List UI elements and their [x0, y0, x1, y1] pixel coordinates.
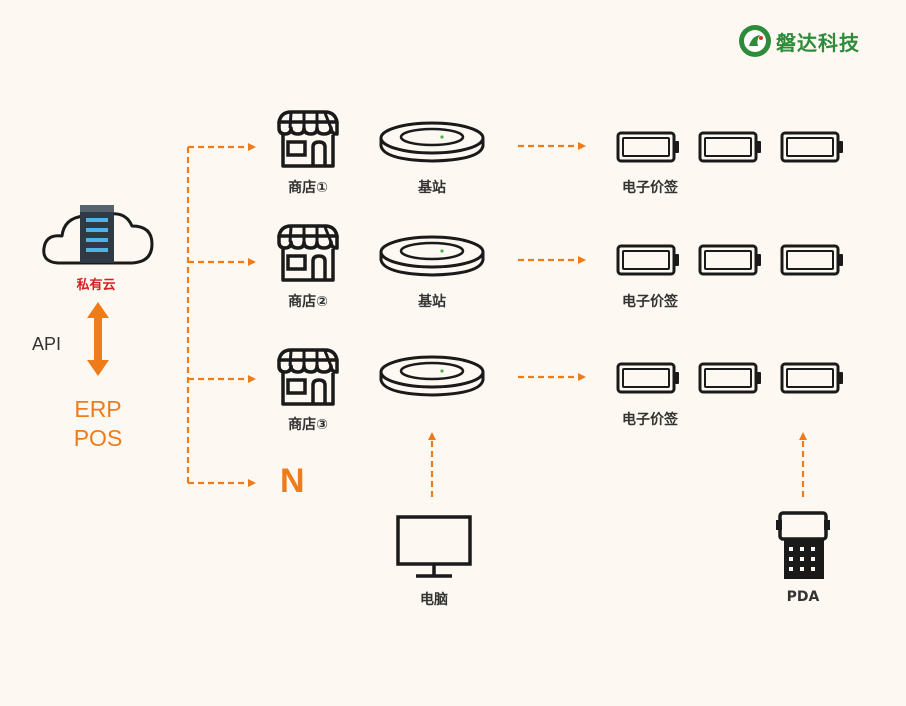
pda-device-icon — [776, 511, 830, 579]
price-tag-icon — [698, 244, 762, 276]
price-tags-label: 电子价签 — [622, 294, 678, 310]
erp-label: ERP — [74, 396, 122, 422]
price-tag-icon — [780, 131, 844, 163]
pda-label: PDA — [786, 589, 820, 605]
price-tag-icon — [616, 244, 680, 276]
base-station-icon — [379, 355, 485, 397]
store-icon — [277, 224, 339, 282]
station-label: 基站 — [418, 294, 446, 310]
computer-label: 电脑 — [420, 592, 448, 608]
base-station-icon — [379, 235, 485, 277]
price-tag-icon — [780, 362, 844, 394]
price-tag-icon — [616, 362, 680, 394]
price-tag-icon — [698, 362, 762, 394]
api-label: API — [32, 334, 62, 354]
store-label: 商店① — [288, 180, 328, 196]
store-icon — [277, 110, 339, 168]
brand-logo: 磐达科技 — [738, 24, 860, 58]
price-tag-icon — [780, 244, 844, 276]
pos-label: POS — [73, 425, 123, 451]
store-icon — [277, 348, 339, 406]
price-tags-label: 电子价签 — [622, 180, 678, 196]
price-tag-icon — [698, 131, 762, 163]
brand-emblem-icon — [739, 25, 771, 57]
private-cloud-label: 私有云 — [76, 278, 116, 293]
store-label: 商店② — [288, 294, 328, 310]
erp-pos-label: ERP POS — [74, 395, 123, 453]
more-stores-label: N — [280, 462, 305, 500]
base-station-icon — [379, 121, 485, 163]
computer-monitor-icon — [396, 515, 472, 578]
brand-name: 磐达科技 — [776, 30, 860, 55]
private-cloud-icon — [42, 205, 154, 265]
price-tag-icon — [616, 131, 680, 163]
store-label: 商店③ — [288, 417, 328, 433]
api-double-arrow-icon — [87, 302, 109, 376]
station-label: 基站 — [418, 180, 446, 196]
price-tags-label: 电子价签 — [622, 412, 678, 428]
